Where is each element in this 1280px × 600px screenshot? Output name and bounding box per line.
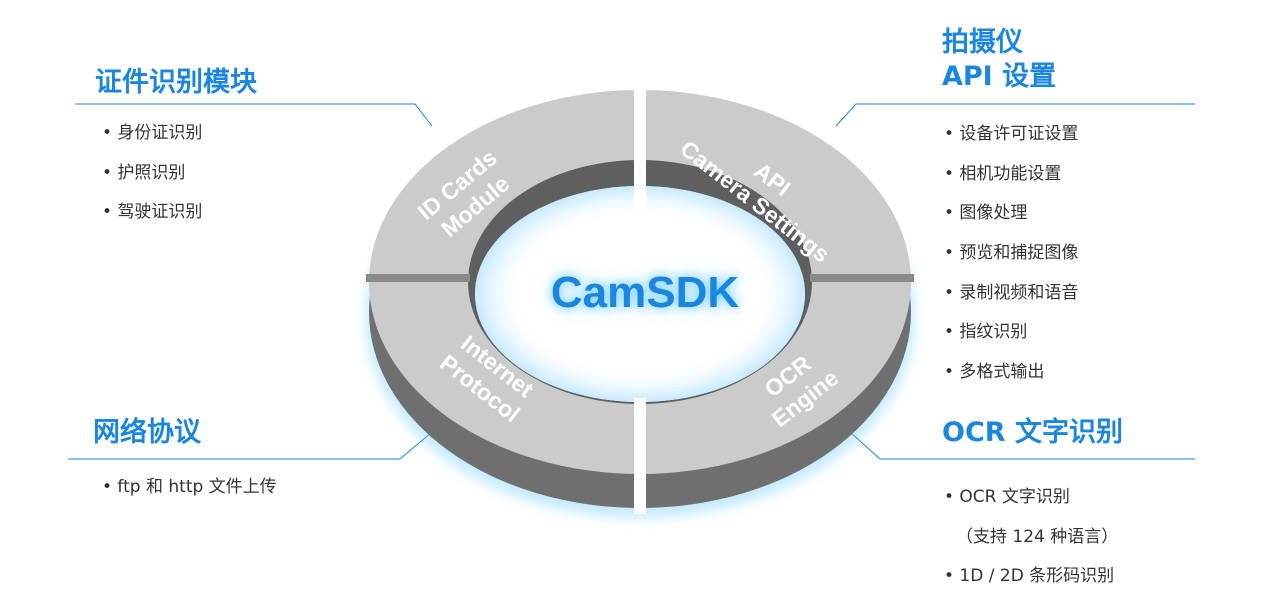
list-item: • 录制视频和语音	[944, 282, 1079, 303]
camera-api-list: • 设备许可证设置 • 相机功能设置 • 图像处理 • 预览和捕捉图像 • 录制…	[944, 115, 1078, 393]
list-item: • ftp 和 http 文件上传	[102, 477, 277, 497]
connector-camera-api	[835, 103, 1195, 127]
ring-hole-glow	[475, 186, 805, 402]
list-item: • 驾驶证识别	[102, 202, 203, 223]
ocr-title: OCR 文字识别	[942, 417, 1123, 448]
gap-bottom	[634, 398, 646, 514]
list-item: • 预览和捕捉图像	[944, 243, 1079, 264]
id-cards-list: • 身份证识别 • 护照识别 • 驾驶证识别	[102, 114, 202, 233]
list-item: （支持 124 种语言）	[956, 526, 1119, 547]
camera-api-title-line1: 拍摄仪	[942, 27, 1023, 58]
network-title: 网络协议	[93, 417, 201, 448]
list-item: • 图像处理	[944, 203, 1028, 224]
gap-right	[810, 274, 914, 282]
list-item: • 指纹识别	[944, 322, 1028, 343]
list-item: • 相机功能设置	[944, 163, 1062, 184]
list-item: • OCR 文字识别	[944, 487, 1070, 507]
gap-top	[634, 84, 646, 212]
network-list: • ftp 和 http 文件上传	[102, 468, 277, 508]
list-item: • 护照识别	[102, 162, 186, 183]
gap-left	[366, 274, 470, 282]
list-item: • 1D / 2D 条形码识别	[944, 566, 1115, 587]
list-item: • 多格式输出	[944, 362, 1045, 383]
connector-ocr	[849, 431, 1195, 460]
id-cards-title: 证件识别模块	[95, 67, 257, 98]
list-item: • 设备许可证设置	[944, 124, 1079, 144]
camera-api-title-line2: API 设置	[942, 61, 1057, 92]
list-item: • 身份证识别	[102, 123, 203, 143]
connector-id-cards	[75, 103, 433, 127]
ocr-list: • OCR 文字识别 （支持 124 种语言） • 1D / 2D 条形码识别	[944, 478, 1118, 597]
connector-network	[68, 431, 433, 460]
center-title: CamSDK	[550, 268, 740, 317]
